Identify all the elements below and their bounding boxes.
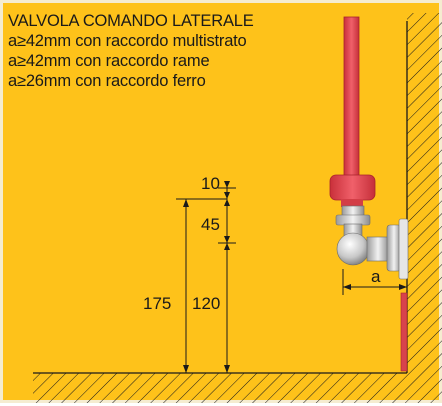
floor bbox=[33, 372, 442, 403]
dim-label-175: 175 bbox=[143, 294, 171, 313]
supply-pipe bbox=[343, 16, 360, 178]
dim-label-a: a bbox=[371, 267, 381, 286]
spec-line-multistrato: a≥42mm con raccordo multistrato bbox=[8, 32, 247, 50]
dim-label-120: 120 bbox=[192, 294, 220, 313]
spec-line-ferro: a≥26mm con raccordo ferro bbox=[8, 72, 206, 90]
wall bbox=[406, 13, 442, 373]
spec-line-rame: a≥42mm con raccordo rame bbox=[8, 52, 210, 70]
dimension-lines bbox=[176, 181, 407, 373]
valve-body bbox=[329, 174, 376, 207]
valve-fitting bbox=[335, 205, 409, 280]
arrowheads bbox=[183, 181, 407, 373]
technical-drawing: 10 45 120 175 a bbox=[33, 13, 442, 403]
title-block: VALVOLA COMANDO LATERALE a≥42mm con racc… bbox=[8, 11, 254, 91]
dim-label-45: 45 bbox=[201, 215, 220, 234]
wall-pipe bbox=[400, 292, 408, 372]
title-heading: VALVOLA COMANDO LATERALE bbox=[8, 12, 254, 30]
dim-label-10: 10 bbox=[201, 174, 220, 193]
